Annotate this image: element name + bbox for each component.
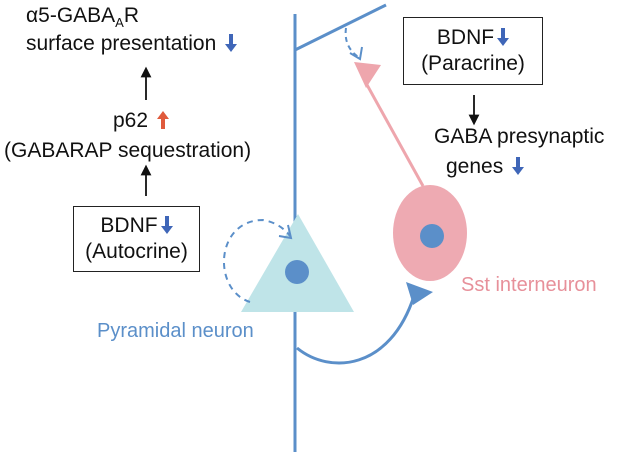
- receptor-label: α5-GABAAR: [26, 4, 140, 30]
- down-arrow-icon: [160, 216, 173, 234]
- paracrine-box: BDNF (Paracrine): [403, 17, 543, 85]
- genes-label: genes: [446, 156, 525, 177]
- sst-interneuron-label: Sst interneuron: [461, 274, 597, 296]
- sst-nucleus: [420, 224, 444, 248]
- sst-terminal: [354, 62, 381, 88]
- up-arrow-icon: [156, 111, 169, 129]
- down-arrow-icon: [225, 34, 238, 52]
- surface-presentation-label: surface presentation: [26, 33, 238, 54]
- dendrite-branch: [294, 3, 387, 52]
- pyramidal-nucleus: [285, 260, 309, 284]
- autocrine-arrowhead: [278, 224, 293, 240]
- down-arrow-icon: [497, 28, 510, 46]
- paracrine-dashed-arrow: [344, 27, 361, 59]
- sst-axon: [364, 82, 425, 187]
- p62-label: p62: [113, 110, 169, 131]
- autocrine-bdnf-line: BDNF: [74, 213, 199, 239]
- axon-terminal: [406, 282, 433, 305]
- paracrine-arrowhead: [349, 46, 363, 61]
- gaba-presynaptic-label: GABA presynaptic: [434, 125, 605, 148]
- autocrine-box: BDNF (Autocrine): [73, 206, 200, 272]
- paracrine-label: (Paracrine): [421, 52, 525, 75]
- paracrine-bdnf-line: BDNF: [404, 25, 542, 51]
- pyramidal-axon-to-sst: [296, 295, 416, 365]
- down-arrow-icon: [512, 157, 525, 175]
- autocrine-dashed-arrow: [222, 218, 291, 303]
- pyramidal-neuron-label: Pyramidal neuron: [97, 320, 254, 342]
- autocrine-label: (Autocrine): [85, 240, 188, 263]
- gabarap-sequestration-label: (GABARAP sequestration): [4, 139, 252, 162]
